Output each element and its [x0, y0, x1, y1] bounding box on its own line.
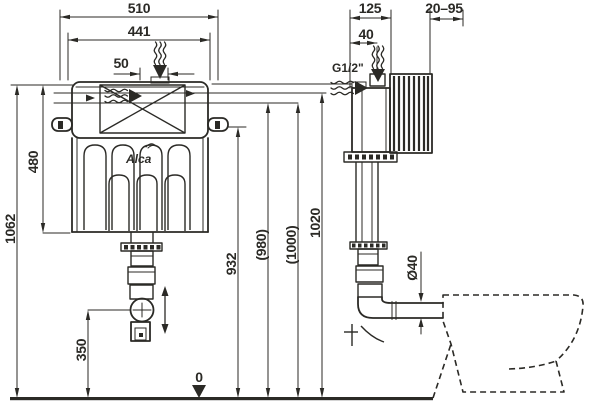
height-adjust-arrow-icon — [161, 286, 169, 334]
dim-label-50: 50 — [114, 55, 129, 71]
dim-width-inner: 441 — [67, 23, 211, 81]
side-ribbed-block — [389, 73, 433, 154]
zero-level-marker: 0 — [192, 369, 206, 398]
water-flow-right-icon — [330, 80, 368, 96]
tank-rib — [167, 144, 191, 230]
side-flush-assembly — [344, 241, 444, 346]
frame-plate — [71, 81, 209, 139]
thread-label: G1/2" — [332, 61, 364, 75]
inspection-window — [99, 84, 186, 134]
flow-chevron-icon — [86, 94, 95, 102]
water-flow-right-icon — [104, 88, 142, 104]
tank-rib-small — [164, 174, 186, 231]
toilet-bowl-silhouette — [442, 294, 584, 393]
dim-label-0: 0 — [195, 369, 203, 385]
dim-label-20-95: 20–95 — [425, 0, 463, 16]
dim-height-total: 1062 — [2, 85, 20, 398]
reference-lines — [10, 83, 353, 311]
side-frame-legs — [355, 161, 379, 243]
dim-label-1020: 1020 — [307, 208, 323, 238]
brand-logo-text: Alca — [125, 152, 152, 166]
dim-outlet-diameter: Ø40 — [404, 251, 424, 335]
tank-rib — [83, 144, 107, 230]
dim-label-932: 932 — [223, 252, 239, 275]
dim-inlet-offset: 40 — [349, 26, 378, 73]
dim-depth: 125 — [349, 0, 392, 89]
dim-width-outer: 510 — [59, 0, 219, 81]
dim-inlet-height: 1020 — [307, 93, 325, 398]
outlet-box — [130, 321, 151, 342]
brand-logo: Alca — [125, 143, 157, 166]
dim-height-alt2: (1000) — [283, 103, 301, 398]
dim-label-350: 350 — [73, 338, 89, 361]
logo-swoosh-icon — [145, 143, 157, 149]
side-view: G1/2" Ø40 — [330, 45, 444, 346]
dim-label-o40: Ø40 — [404, 255, 420, 281]
outlet-elbow — [357, 296, 444, 319]
dim-label-1062: 1062 — [2, 214, 18, 244]
dim-label-480: 480 — [25, 150, 41, 173]
floor-line — [10, 397, 433, 401]
tank-rib — [111, 144, 135, 230]
mounting-bracket-right — [207, 117, 229, 132]
dim-label-980: (980) — [253, 229, 269, 260]
zero-arrow-icon — [192, 385, 206, 398]
dim-label-40: 40 — [359, 26, 374, 42]
dim-top-offset: 50 — [113, 55, 195, 81]
lower-bracket — [344, 324, 385, 346]
tank-rib — [139, 144, 163, 230]
water-flow-down-icon — [153, 41, 167, 79]
mounting-bracket-left — [51, 117, 73, 132]
front-tank-body — [71, 137, 209, 233]
dim-tank-height: 480 — [25, 85, 46, 233]
water-flow-down-icon — [371, 45, 385, 82]
dim-label-1000: (1000) — [283, 226, 299, 265]
dim-fixing-height: 932 — [223, 127, 241, 398]
tank-rib-small — [108, 174, 130, 231]
front-view: Alca — [51, 41, 229, 342]
tank-rib-small — [136, 174, 158, 231]
dim-valve-height: 350 — [73, 310, 91, 398]
dim-height-alt1: (980) — [253, 103, 271, 398]
toilet-outline — [432, 294, 584, 399]
dim-label-125: 125 — [359, 0, 382, 16]
dim-label-441: 441 — [128, 23, 151, 39]
front-flush-assembly — [120, 232, 163, 342]
dim-wall-range: 20–95 — [425, 0, 464, 75]
dim-label-510: 510 — [128, 0, 151, 16]
side-lower-flange — [343, 151, 398, 163]
